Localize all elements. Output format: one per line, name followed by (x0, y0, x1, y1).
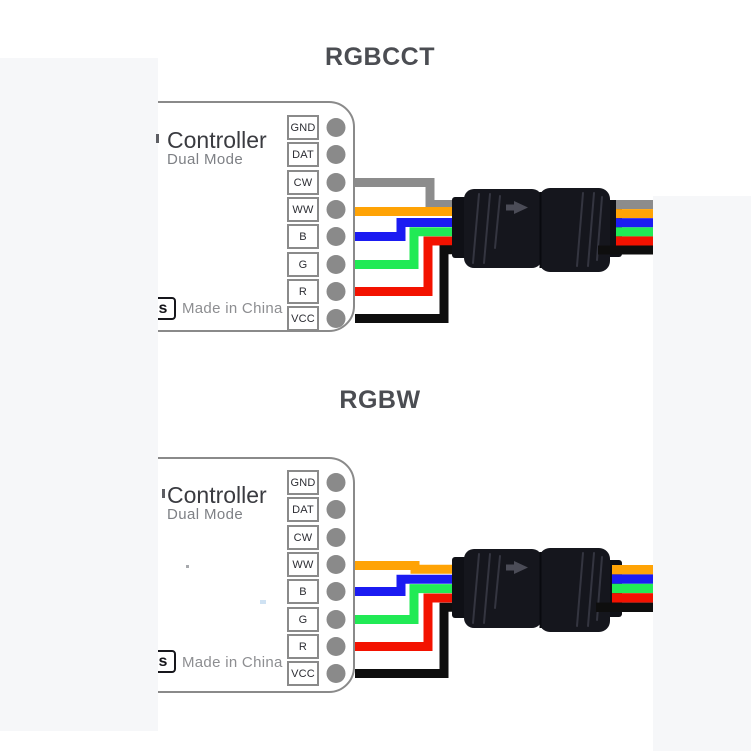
wire-g-green (355, 584, 485, 624)
partial-letter-mark (162, 489, 165, 498)
rgbw-terminal-screws (326, 473, 346, 683)
terminal-g: G (287, 607, 319, 632)
terminal-b: B (287, 224, 319, 249)
screw-vcc (326, 664, 346, 683)
screw-dat (326, 145, 346, 164)
terminal-r: R (287, 279, 319, 304)
screw-b (326, 227, 346, 246)
rgbcct-connector (451, 187, 623, 273)
terminal-dat: DAT (287, 497, 319, 522)
terminal-vcc: VCC (287, 661, 319, 686)
diagram-title-rgbcct: RGBCCT (325, 43, 435, 71)
terminal-ww: WW (287, 552, 319, 577)
terminal-gnd: GND (287, 470, 319, 495)
artifact-mark (260, 600, 266, 604)
screw-ww (326, 555, 346, 574)
terminal-cw: CW (287, 170, 319, 195)
screw-gnd (326, 118, 346, 137)
ribbon-black-stub (598, 245, 620, 255)
screw-ww (326, 200, 346, 219)
screw-r (326, 637, 346, 656)
screw-cw (326, 528, 346, 547)
screw-b (326, 582, 346, 601)
made-in-label: Made in China (182, 300, 283, 317)
screw-r (326, 282, 346, 301)
terminal-g: G (287, 252, 319, 277)
terminal-ww: WW (287, 197, 319, 222)
rgbw-connector (451, 547, 623, 633)
screw-cw (326, 173, 346, 192)
controller-label: Controller (167, 127, 267, 153)
terminal-b: B (287, 579, 319, 604)
screw-g (326, 610, 346, 629)
dual-mode-label: Dual Mode (167, 506, 244, 523)
partial-letter-mark (156, 134, 159, 143)
artifact-dot (186, 565, 189, 568)
wire-g-green (355, 227, 485, 269)
controller-label: Controller (167, 482, 267, 508)
ribbon-black-stub (596, 602, 616, 612)
screw-gnd (326, 473, 346, 492)
wire-b-blue (355, 218, 485, 241)
dual-mode-label: Dual Mode (167, 151, 244, 168)
diagram-title-rgbw: RGBW (339, 386, 421, 414)
rgbcct-terminal-screws (326, 118, 346, 328)
screw-g (326, 255, 346, 274)
screw-dat (326, 500, 346, 519)
terminal-gnd: GND (287, 115, 319, 140)
terminal-dat: DAT (287, 142, 319, 167)
background-overlay-right (653, 196, 751, 751)
wire-ww-orange (355, 561, 485, 574)
screw-vcc (326, 309, 346, 328)
terminal-vcc: VCC (287, 306, 319, 331)
made-in-label: Made in China (182, 654, 283, 671)
wire-b-blue (355, 574, 485, 596)
terminal-cw: CW (287, 525, 319, 550)
background-overlay-left (0, 58, 158, 731)
terminal-r: R (287, 634, 319, 659)
